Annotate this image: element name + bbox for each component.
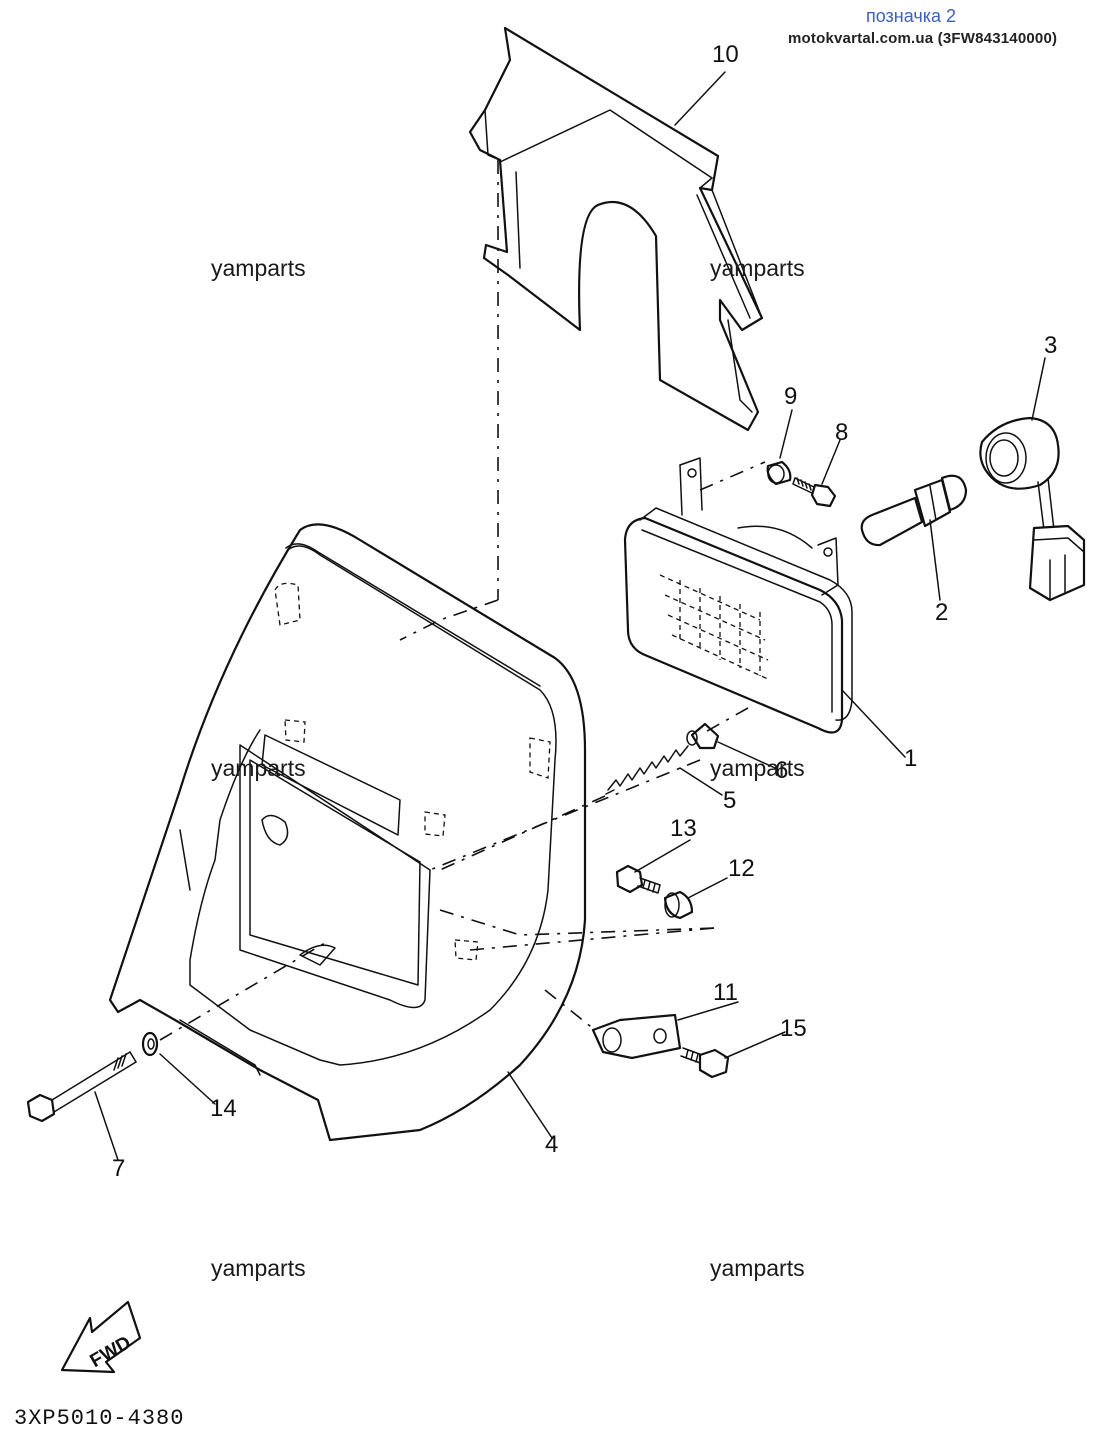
socket-part-3 [979, 416, 1086, 602]
watermark: yamparts [710, 255, 805, 281]
callout-14: 14 [210, 1095, 237, 1122]
bulb-part-2 [860, 474, 968, 547]
callout-10: 10 [712, 41, 739, 68]
bolt-part-13 [615, 864, 661, 894]
watermark: yamparts [211, 1255, 306, 1281]
headlight-unit-part-1 [623, 457, 853, 734]
callout-13: 13 [670, 815, 697, 842]
callout-3: 3 [1044, 332, 1057, 359]
callout-15: 15 [780, 1015, 807, 1042]
bracket-plate-part-10 [468, 26, 764, 432]
callout-1: 1 [904, 745, 917, 772]
header-source: motokvartal.com.ua (3FW843140000) [788, 30, 1058, 47]
callout-8: 8 [835, 419, 848, 446]
callout-6: 6 [775, 757, 788, 784]
collar-part-12 [663, 890, 694, 920]
spring-part-5 [605, 745, 689, 795]
watermark: yamparts [710, 755, 805, 781]
leader-lines [94, 71, 1046, 1161]
callout-2: 2 [935, 599, 948, 626]
spacer-part-9 [766, 460, 792, 486]
callout-9: 9 [784, 383, 797, 410]
grommet-part-6 [686, 722, 720, 750]
headlight-cowl-part-4 [108, 523, 587, 1142]
callout-12: 12 [728, 855, 755, 882]
watermark: yamparts [211, 255, 306, 281]
callout-4: 4 [545, 1131, 558, 1158]
watermark: yamparts [211, 755, 306, 781]
callout-5: 5 [723, 787, 736, 814]
stay-part-11 [591, 1013, 682, 1060]
callout-11: 11 [713, 979, 738, 1006]
diagram-code: 3XP5010-4380 [14, 1406, 185, 1431]
callout-numbers: 1 2 3 4 5 6 7 8 9 10 11 12 13 14 15 [112, 41, 1057, 1182]
assembly-lines [159, 160, 766, 1041]
fwd-arrow-icon: FWD [60, 1300, 142, 1374]
watermark: yamparts [710, 1255, 805, 1281]
screw-part-8 [792, 477, 837, 508]
washer-part-14 [141, 1031, 159, 1057]
long-bolt-part-7 [26, 1051, 137, 1123]
callout-7: 7 [112, 1155, 125, 1182]
bolt-part-15 [680, 1047, 730, 1079]
header-label: позначка 2 [866, 6, 957, 26]
